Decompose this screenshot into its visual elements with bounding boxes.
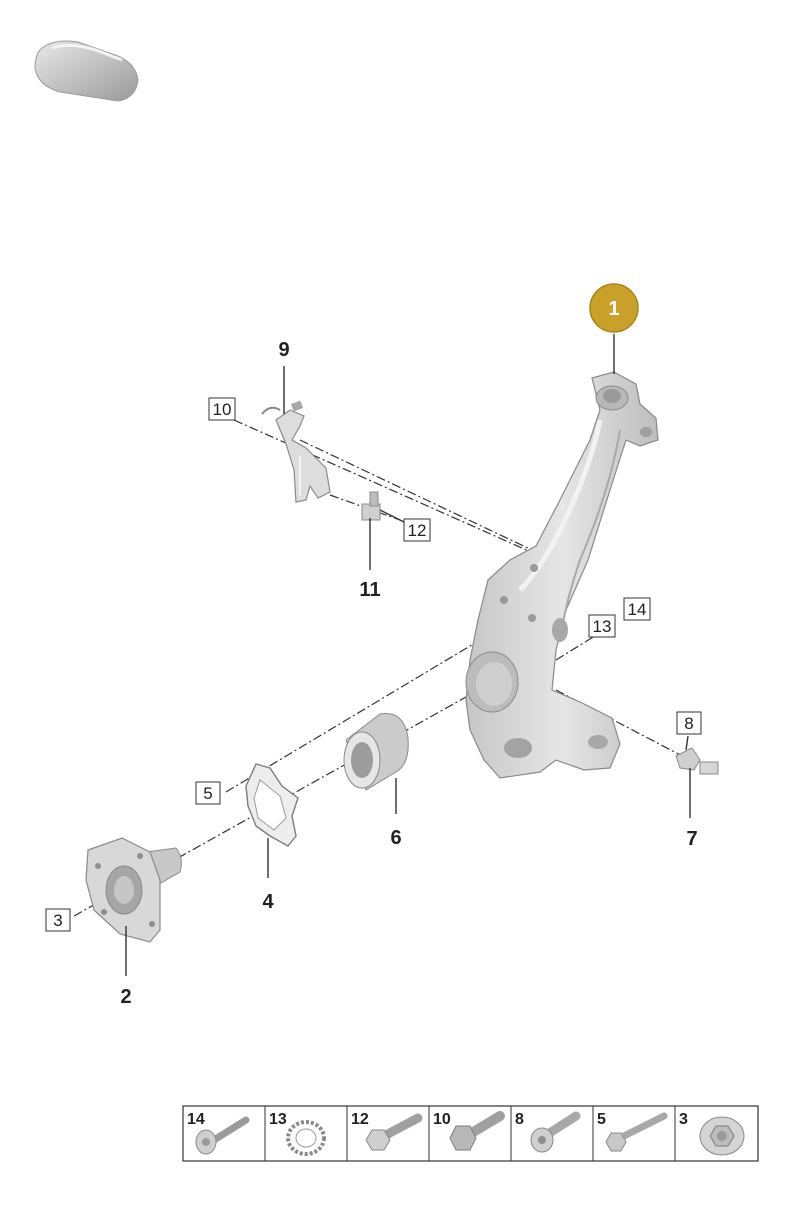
svg-text:10: 10 bbox=[433, 1111, 451, 1128]
legend-cell-5[interactable]: 5 bbox=[597, 1111, 668, 1152]
wheel-carrier-part bbox=[465, 371, 659, 779]
wheel-bearing-part bbox=[343, 713, 409, 791]
svg-text:14: 14 bbox=[628, 600, 647, 619]
legend-cell-13[interactable]: 13 bbox=[269, 1111, 326, 1156]
callout-3[interactable]: 3 bbox=[45, 908, 71, 932]
callout-1-highlighted[interactable]: 1 bbox=[589, 283, 639, 333]
callout-2[interactable]: 2 bbox=[120, 986, 131, 1008]
callout-8[interactable]: 8 bbox=[676, 711, 702, 735]
svg-text:10: 10 bbox=[213, 400, 232, 419]
collar-nut-icon bbox=[699, 1116, 745, 1156]
callout-9[interactable]: 9 bbox=[278, 339, 289, 361]
car-silhouette-icon bbox=[34, 40, 139, 102]
legend-cell-3[interactable]: 3 bbox=[679, 1111, 745, 1156]
svg-text:8: 8 bbox=[684, 714, 693, 733]
legend-cell-10[interactable]: 10 bbox=[433, 1111, 505, 1151]
svg-text:12: 12 bbox=[351, 1111, 369, 1128]
flange-bolt-icon bbox=[195, 1116, 250, 1155]
legend-cell-14[interactable]: 14 bbox=[187, 1111, 250, 1155]
callout-10[interactable]: 10 bbox=[208, 397, 236, 421]
callout-6[interactable]: 6 bbox=[390, 827, 401, 849]
callout-7[interactable]: 7 bbox=[686, 828, 697, 850]
callout-4[interactable]: 4 bbox=[262, 891, 274, 913]
speed-sensor-part bbox=[361, 491, 381, 521]
wheel-hub-part bbox=[85, 837, 182, 943]
callout-1-label: 1 bbox=[608, 298, 619, 320]
svg-text:3: 3 bbox=[679, 1111, 688, 1128]
svg-text:13: 13 bbox=[593, 617, 612, 636]
cover-plate-part bbox=[245, 763, 299, 847]
fastener-legend: 14 13 12 10 bbox=[182, 1105, 759, 1162]
sensor-bracket-part bbox=[261, 400, 331, 503]
lock-washer-icon bbox=[286, 1120, 326, 1156]
svg-text:3: 3 bbox=[53, 911, 62, 930]
svg-text:8: 8 bbox=[515, 1111, 524, 1128]
svg-text:12: 12 bbox=[408, 521, 427, 540]
legend-cell-12[interactable]: 12 bbox=[351, 1111, 423, 1151]
callout-14[interactable]: 14 bbox=[623, 597, 651, 621]
callout-12[interactable]: 12 bbox=[403, 518, 431, 542]
svg-text:14: 14 bbox=[187, 1111, 205, 1128]
hex-bolt-icon bbox=[365, 1113, 423, 1151]
svg-text:5: 5 bbox=[203, 784, 212, 803]
callout-13[interactable]: 13 bbox=[588, 614, 616, 638]
svg-text:5: 5 bbox=[597, 1111, 606, 1128]
leader-lines bbox=[125, 334, 691, 976]
brake-hose-bracket-part bbox=[675, 747, 719, 775]
socket-head-bolt-icon bbox=[530, 1111, 581, 1153]
callout-5[interactable]: 5 bbox=[195, 781, 221, 805]
svg-text:13: 13 bbox=[269, 1111, 287, 1128]
legend-cell-8[interactable]: 8 bbox=[515, 1111, 581, 1153]
callout-11[interactable]: 11 bbox=[359, 579, 380, 601]
flange-hex-bolt-icon bbox=[605, 1112, 668, 1152]
hex-bolt-large-icon bbox=[449, 1111, 505, 1151]
